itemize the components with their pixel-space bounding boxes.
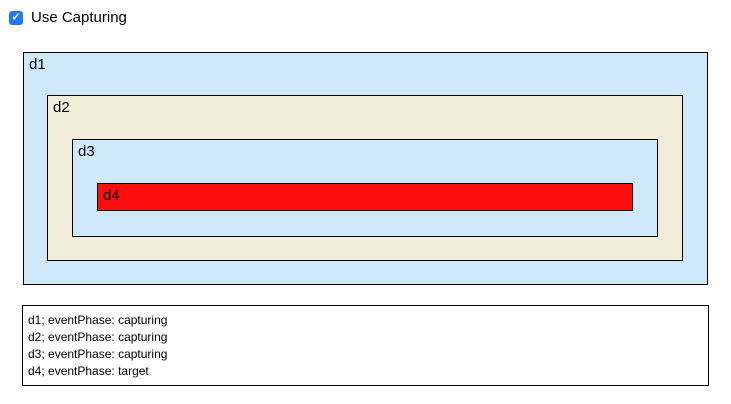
div-d3-label: d3	[78, 143, 95, 160]
checkmark-icon: ✓	[11, 11, 21, 23]
div-d1[interactable]: d1 d2 d3 d4	[23, 52, 708, 285]
div-d4[interactable]: d4	[97, 183, 633, 211]
div-d4-label: d4	[103, 187, 120, 204]
log-line: d2; eventPhase: capturing	[28, 330, 168, 344]
use-capturing-control[interactable]: ✓ Use Capturing	[9, 10, 127, 26]
div-d1-label: d1	[29, 56, 46, 73]
div-d2[interactable]: d2 d3 d4	[47, 95, 683, 261]
log-line: d4; eventPhase: target	[28, 364, 149, 378]
event-log: d1; eventPhase: capturing d2; eventPhase…	[22, 305, 709, 386]
use-capturing-label[interactable]: Use Capturing	[31, 9, 127, 26]
log-line: d3; eventPhase: capturing	[28, 347, 168, 361]
div-d3[interactable]: d3 d4	[72, 139, 658, 237]
log-line: d1; eventPhase: capturing	[28, 313, 168, 327]
use-capturing-checkbox[interactable]: ✓	[9, 11, 23, 25]
div-d2-label: d2	[53, 99, 70, 116]
